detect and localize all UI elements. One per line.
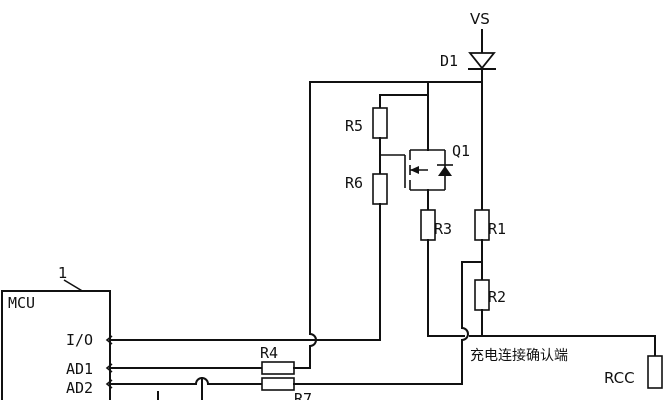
label-r7: R7 [294,390,312,400]
resistor-r2 [474,279,490,311]
resistor-rcc [647,355,663,389]
label-r3: R3 [434,220,452,238]
label-mcu: MCU [8,294,35,312]
label-q1: Q1 [452,142,470,160]
label-pin-io: I/O [66,331,93,349]
resistor-r3 [420,209,436,241]
pin-ad1-marker [105,363,113,373]
pin-ad2-marker [105,379,113,389]
label-r2: R2 [488,288,506,306]
mosfet-q1 [380,149,453,191]
mcu-block [1,290,111,400]
diode-d1 [468,52,496,70]
label-charge-confirm: 充电连接确认端 [470,347,568,364]
label-vs: VS [470,10,490,28]
label-r1: R1 [488,220,506,238]
label-r4: R4 [260,344,278,362]
label-r5: R5 [345,117,363,135]
resistor-r4 [261,361,295,375]
resistor-r6 [372,173,388,205]
resistor-r5 [372,107,388,139]
resistor-r1 [474,209,490,241]
label-d1: D1 [440,52,458,70]
label-pin-ad2: AD2 [66,379,93,397]
pin-io-marker [105,335,113,345]
label-mcu-ref: 1 [58,264,68,282]
label-r6: R6 [345,174,363,192]
label-rcc: RCC [604,369,635,387]
resistor-r7 [261,377,295,391]
wire-hop-tap [460,326,469,342]
label-pin-ad1: AD1 [66,360,93,378]
